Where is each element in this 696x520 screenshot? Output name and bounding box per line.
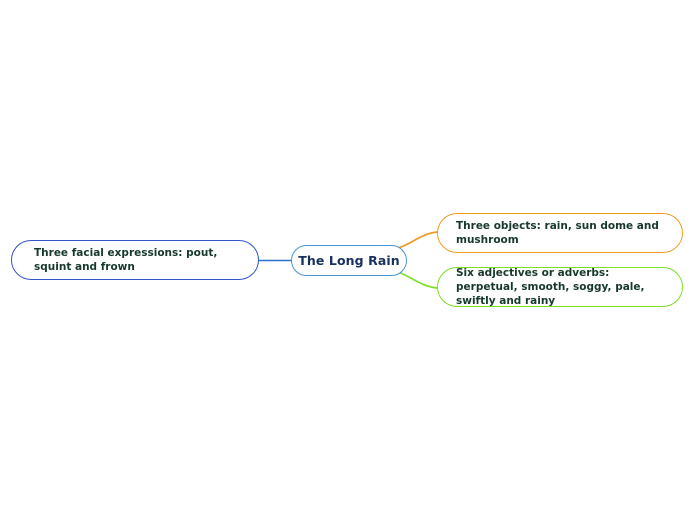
central-node[interactable]: The Long Rain [291,245,407,276]
branch-label-adjectives: Six adjectives or adverbs: perpetual, sm… [456,267,645,307]
connector-adjectives [397,271,438,289]
branch-label-facial-expressions: Three facial expressions: pout, squint a… [34,247,218,273]
branch-node-facial-expressions[interactable]: Three facial expressions: pout, squint a… [11,240,259,280]
branch-label-objects: Three objects: rain, sun dome and mushro… [456,220,659,246]
branch-node-adjectives[interactable]: Six adjectives or adverbs: perpetual, sm… [437,267,683,307]
connector-objects [397,231,438,249]
branch-node-objects[interactable]: Three objects: rain, sun dome and mushro… [437,213,683,253]
central-node-label: The Long Rain [298,253,400,268]
